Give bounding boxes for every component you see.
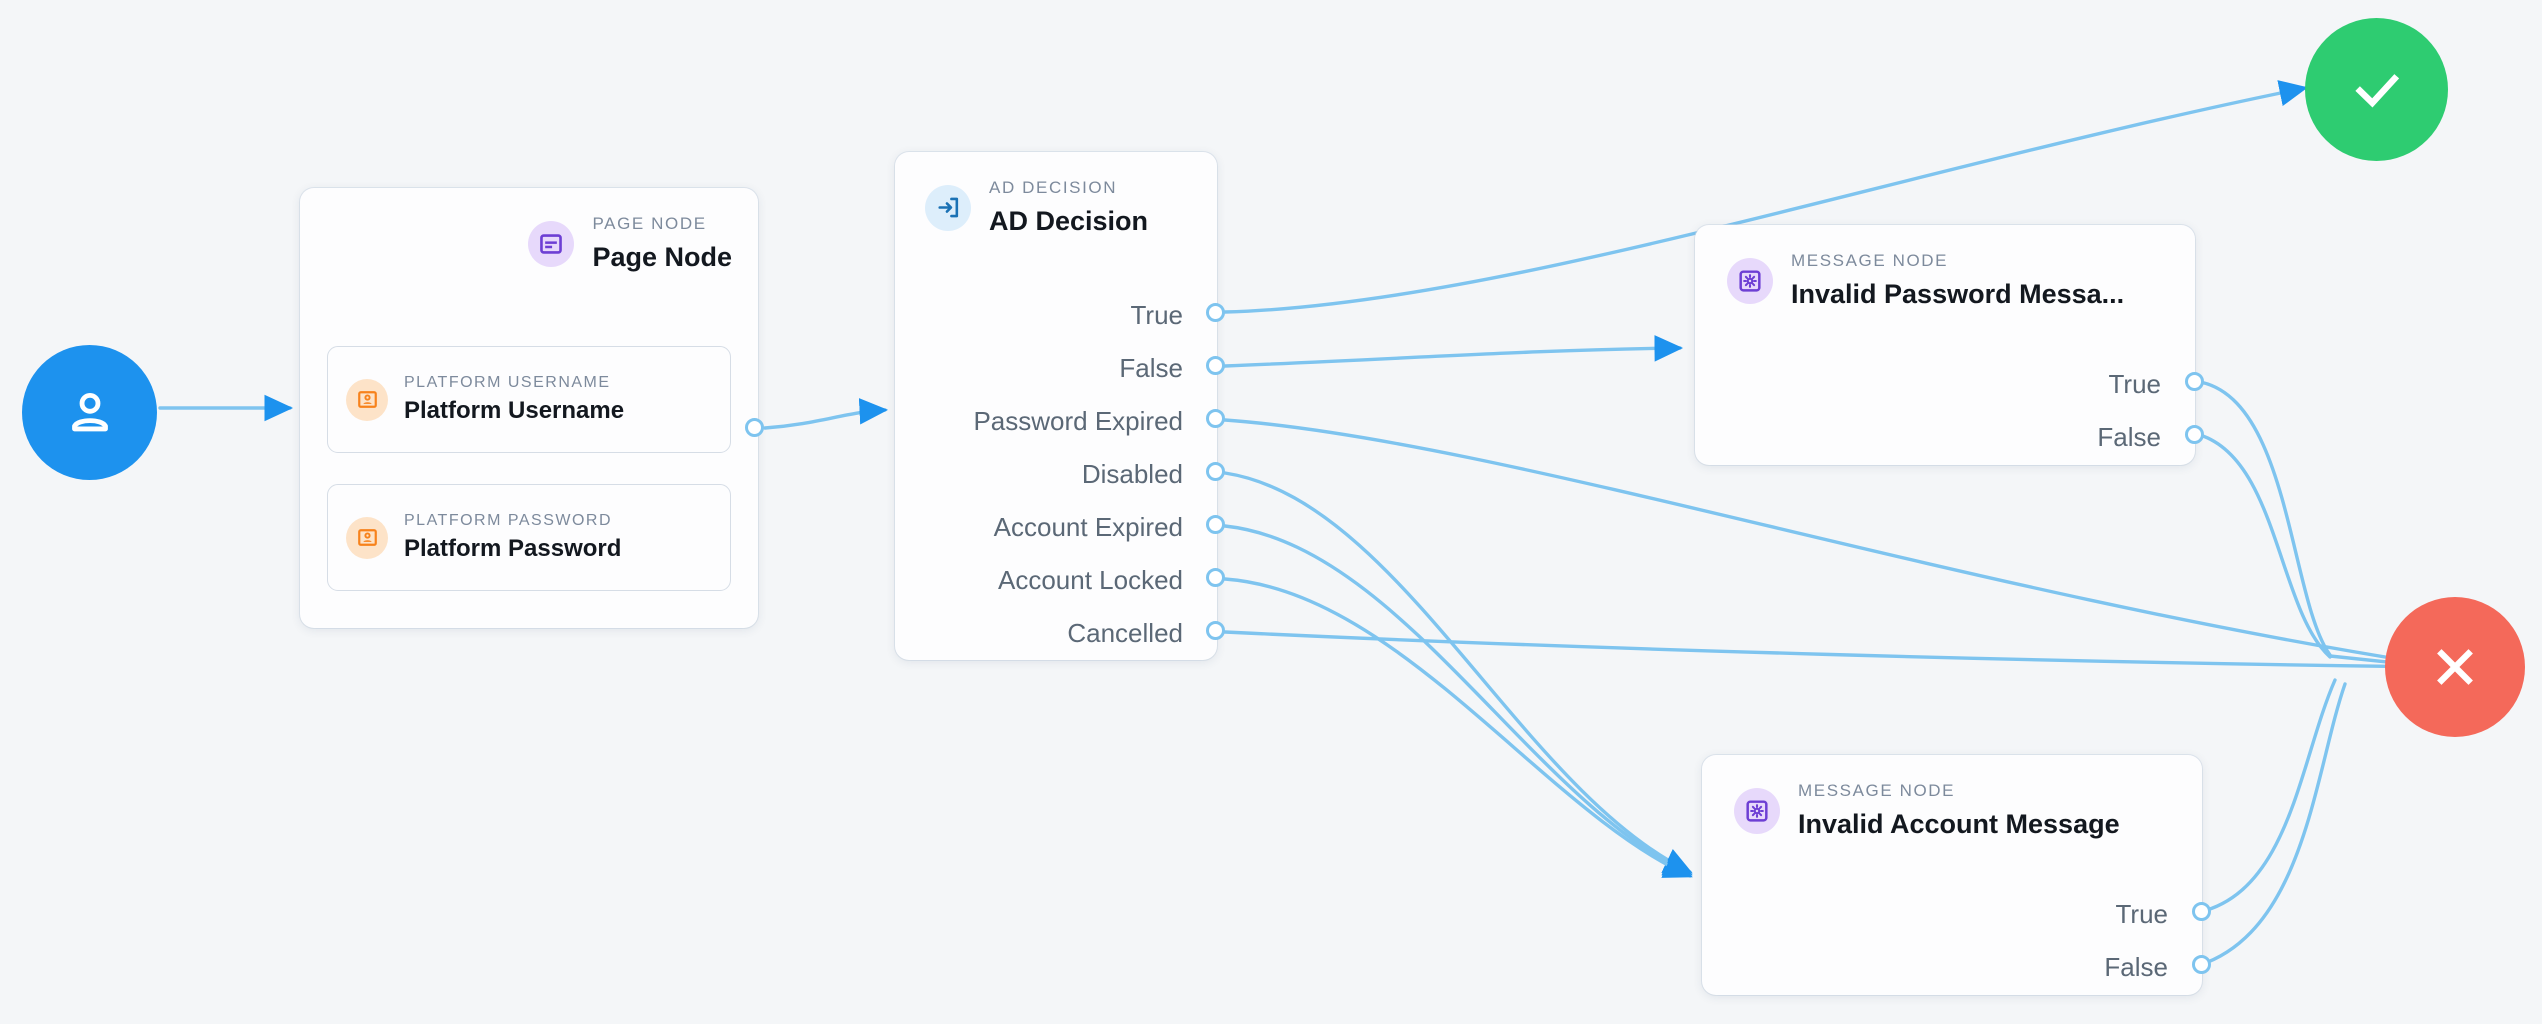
port-ad-account-locked[interactable]	[1206, 568, 1225, 587]
invalid-account-kicker: MESSAGE NODE	[1798, 781, 1956, 800]
field-username-title: Platform Username	[404, 397, 625, 425]
invalid-password-header: MESSAGE NODE Invalid Password Messa...	[1695, 225, 2195, 311]
edge-cancelled-to-failure	[1223, 630, 2439, 680]
node-invalid-password-message[interactable]: MESSAGE NODE Invalid Password Messa... T…	[1695, 225, 2195, 465]
node-page-node[interactable]: PAGE NODE Page Node PLATFORM USERNAME Pl…	[300, 188, 758, 628]
node-invalid-account-message[interactable]: MESSAGE NODE Invalid Account Message Tru…	[1702, 755, 2202, 995]
port-label-true: True	[1130, 300, 1184, 330]
port-ad-true[interactable]	[1206, 303, 1225, 322]
port-label-disabled: Disabled	[1081, 459, 1183, 489]
field-username-kicker: PLATFORM USERNAME	[404, 374, 611, 391]
edge-accountexpired-to-invalidaccount	[1223, 524, 1693, 876]
port-label-iam-true: True	[2115, 899, 2169, 929]
ad-decision-kicker: AD DECISION	[989, 178, 1118, 197]
user-icon	[71, 392, 108, 431]
port-ipm-false[interactable]	[2185, 425, 2204, 444]
user-field-icon	[346, 378, 388, 421]
edge-ipm-true-to-failure	[2198, 380, 2332, 657]
field-password-kicker: PLATFORM PASSWORD	[404, 512, 613, 529]
gear-square-icon	[1727, 257, 1773, 304]
invalid-account-header: MESSAGE NODE Invalid Account Message	[1702, 755, 2202, 841]
edge-accountlocked-to-invalidaccount	[1223, 577, 1693, 878]
field-platform-password[interactable]: PLATFORM PASSWORD Platform Password	[327, 484, 731, 591]
check-icon	[2354, 73, 2399, 108]
port-label-ipm-true: True	[2108, 369, 2162, 399]
field-platform-username[interactable]: PLATFORM USERNAME Platform Username	[327, 346, 731, 453]
port-ad-account-expired[interactable]	[1206, 515, 1225, 534]
page-node-header: PAGE NODE Page Node	[300, 188, 758, 274]
port-iam-true[interactable]	[2192, 902, 2211, 921]
invalid-password-kicker: MESSAGE NODE	[1791, 251, 1949, 270]
port-page-node-out[interactable]	[745, 418, 764, 437]
edge-ipm-false-to-failure	[2198, 433, 2332, 659]
node-ad-decision[interactable]: AD DECISION AD Decision True False Passw…	[895, 152, 1217, 660]
user-field-icon	[346, 516, 388, 559]
close-icon	[2437, 649, 2473, 685]
login-arrow-icon	[925, 184, 971, 231]
edge-page-to-addecision	[763, 398, 889, 430]
page-form-icon	[528, 220, 575, 267]
port-ad-disabled[interactable]	[1206, 462, 1225, 481]
port-label-password-expired: Password Expired	[973, 406, 1183, 436]
port-label-false: False	[1119, 353, 1183, 383]
ad-decision-title: AD Decision	[989, 206, 1149, 237]
invalid-account-title: Invalid Account Message	[1798, 809, 2120, 840]
port-label-iam-false: False	[2104, 952, 2168, 982]
start-node[interactable]	[22, 345, 157, 480]
field-password-title: Platform Password	[404, 535, 622, 563]
page-node-title: Page Node	[592, 242, 732, 273]
port-iam-false[interactable]	[2192, 955, 2211, 974]
port-label-account-expired: Account Expired	[993, 512, 1183, 542]
port-ipm-true[interactable]	[2185, 372, 2204, 391]
edge-iam-true-to-failure	[2198, 678, 2337, 914]
port-ad-password-expired[interactable]	[1206, 409, 1225, 428]
failure-node[interactable]	[2385, 597, 2525, 737]
edge-iam-false-to-failure	[2198, 682, 2347, 967]
port-ad-false[interactable]	[1206, 356, 1225, 375]
ad-decision-header: AD DECISION AD Decision	[895, 152, 1217, 238]
edge-disabled-to-invalidaccount	[1223, 471, 1693, 874]
success-node[interactable]	[2305, 18, 2448, 161]
port-label-ipm-false: False	[2097, 422, 2161, 452]
port-label-account-locked: Account Locked	[997, 565, 1183, 595]
gear-square-icon	[1734, 787, 1780, 834]
port-label-cancelled: Cancelled	[1067, 618, 1183, 648]
edge-false-to-invalidpassword	[1223, 335, 1684, 368]
page-node-kicker: PAGE NODE	[592, 214, 707, 233]
port-ad-cancelled[interactable]	[1206, 621, 1225, 640]
invalid-password-title: Invalid Password Messa...	[1791, 279, 2125, 310]
